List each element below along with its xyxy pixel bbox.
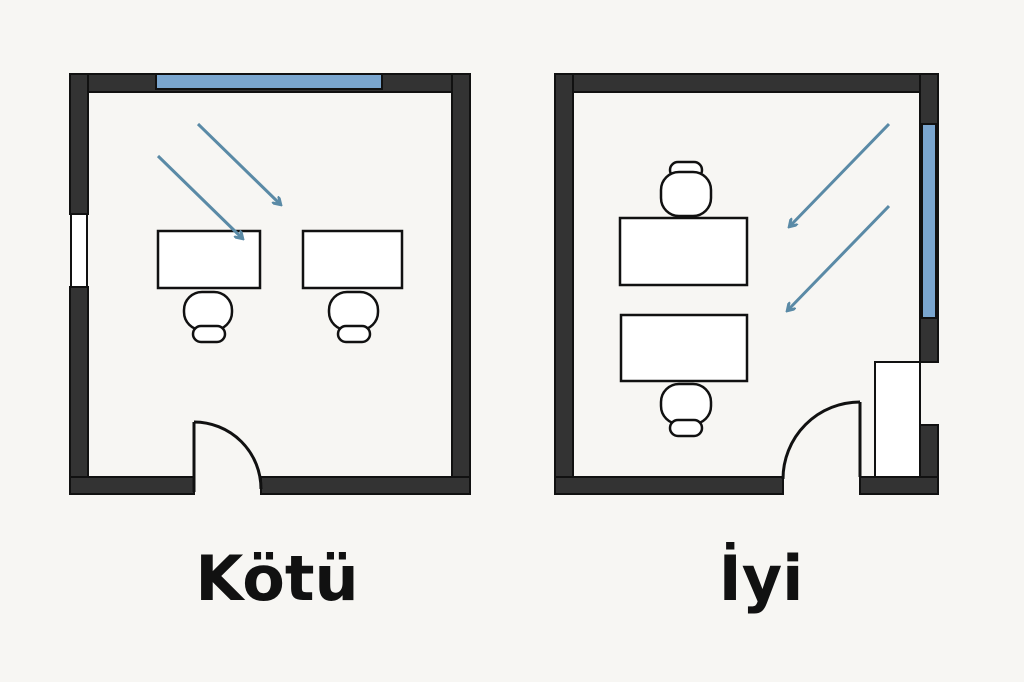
room-good-desk-bottom	[619, 313, 749, 383]
room-bad-side-window	[70, 213, 88, 288]
sunlight-arrow-icon	[790, 122, 891, 226]
room-good-sunlight-arrows	[788, 122, 891, 310]
room-bad-door	[192, 420, 263, 492]
sunlight-arrow-icon	[196, 122, 280, 204]
room-bad-top-window	[155, 73, 383, 90]
room-good	[554, 73, 939, 495]
sunlight-arrow-icon	[156, 154, 242, 238]
room-good-desk-top	[618, 216, 749, 287]
room-bad-sunlight-arrows	[156, 122, 280, 238]
room-bad-chair-right	[327, 290, 380, 344]
room-good-door	[781, 400, 862, 480]
room-bad-desk-right	[301, 229, 404, 290]
room-good-closet	[874, 361, 938, 478]
room-good-chair-top	[659, 160, 713, 218]
room-bad-desk-left	[156, 229, 262, 290]
room-bad	[69, 73, 471, 495]
room-good-chair-bottom	[659, 382, 713, 438]
room-good-side-window	[921, 123, 937, 319]
sunlight-arrow-icon	[788, 204, 891, 310]
room-bad-walls	[69, 73, 471, 495]
room-bad-chair-left	[182, 290, 234, 344]
label-bad: Kötü	[195, 542, 359, 615]
label-good: İyi	[718, 542, 804, 615]
